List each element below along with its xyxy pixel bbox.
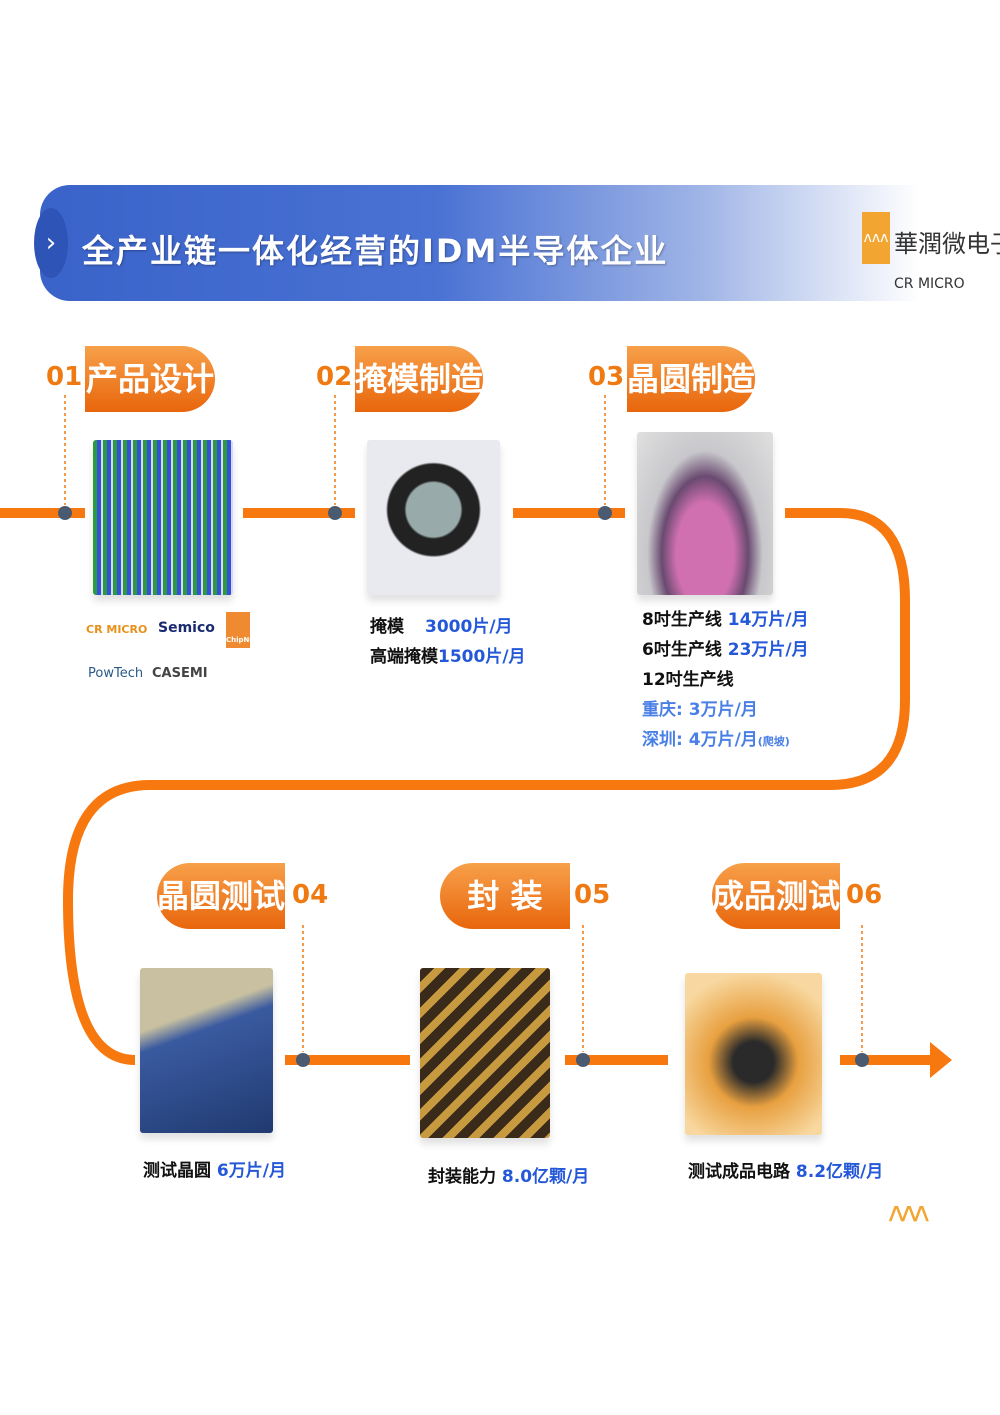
caption-value: 6万片/月 bbox=[216, 1161, 286, 1181]
step-number: 05 bbox=[574, 880, 611, 910]
line-name: 12吋生产线 bbox=[642, 670, 734, 690]
step-label-design: 产品设计 bbox=[85, 346, 215, 412]
step-label-final-test: 成品测试 bbox=[712, 863, 840, 929]
step-number: 02 bbox=[316, 362, 353, 392]
decorative-logo-icon: ʌʌʌ bbox=[888, 1195, 930, 1228]
caption-name: 测试成品电路 bbox=[688, 1162, 790, 1182]
step-dot bbox=[576, 1053, 590, 1067]
caption-value: 8.2亿颗/月 bbox=[795, 1162, 884, 1182]
mask-value: 3000片/月 bbox=[425, 617, 513, 637]
brand-casemi: CASEMI bbox=[152, 666, 208, 681]
site-name: 重庆: bbox=[642, 700, 683, 720]
mask-name: 高端掩模 bbox=[370, 647, 438, 667]
mask-value: 1500片/月 bbox=[438, 647, 526, 667]
line-value: 23万片/月 bbox=[727, 640, 809, 660]
site-note: (爬坡) bbox=[757, 735, 790, 748]
step-dot bbox=[598, 506, 612, 520]
wafer-image bbox=[637, 432, 773, 595]
line-name: 6吋生产线 bbox=[642, 640, 722, 660]
step-number: 04 bbox=[292, 880, 329, 910]
photomask-image bbox=[367, 440, 500, 595]
brand-crmicro: CR MICRO bbox=[86, 623, 148, 636]
logo-cn: 華潤微电子 bbox=[894, 230, 1000, 258]
step-number: 01 bbox=[46, 362, 83, 392]
step-number: 06 bbox=[846, 880, 883, 910]
site-name: 深圳: bbox=[642, 730, 683, 750]
site-value: 4万片/月 bbox=[688, 730, 758, 750]
step-label-wafer: 晶圆制造 bbox=[627, 346, 755, 412]
line-name: 8吋生产线 bbox=[642, 610, 722, 630]
brand-semico: Semico bbox=[158, 620, 215, 636]
flow-path bbox=[0, 508, 910, 1065]
page-title: 全产业链一体化经营的IDM半导体企业 bbox=[82, 232, 669, 270]
step-dot bbox=[296, 1053, 310, 1067]
caption-name: 封装能力 bbox=[428, 1167, 496, 1187]
company-logo: ʌʌʌ 華潤微电子 CR MICRO bbox=[862, 212, 1000, 297]
caption-name: 测试晶圆 bbox=[143, 1161, 211, 1181]
step-dot bbox=[58, 506, 72, 520]
step-number: 03 bbox=[588, 362, 625, 392]
step-label-wafer-test: 晶圆测试 bbox=[157, 863, 285, 929]
chevron-right-icon: › bbox=[34, 208, 68, 278]
header-banner bbox=[40, 185, 920, 301]
finished-ic-image bbox=[685, 973, 822, 1135]
logo-mark-icon: ʌʌʌ bbox=[862, 212, 890, 264]
caption-value: 8.0亿颗/月 bbox=[501, 1167, 590, 1187]
arrow-head-icon bbox=[930, 1042, 952, 1078]
chip-layout-image bbox=[93, 440, 233, 595]
brand-powtech: PowTech bbox=[88, 666, 144, 681]
brand-chipnext: ChipNext bbox=[226, 612, 250, 648]
step-label-packaging: 封 装 bbox=[440, 863, 570, 929]
site-value: 3万片/月 bbox=[688, 700, 758, 720]
logo-en: CR MICRO bbox=[894, 276, 965, 292]
wafer-probe-image bbox=[140, 968, 273, 1133]
step-dot bbox=[855, 1053, 869, 1067]
mask-name: 掩模 bbox=[370, 617, 404, 637]
step-label-mask: 掩模制造 bbox=[355, 346, 483, 412]
step-dot bbox=[328, 506, 342, 520]
line-value: 14万片/月 bbox=[727, 610, 809, 630]
packaged-chips-image bbox=[420, 968, 550, 1138]
